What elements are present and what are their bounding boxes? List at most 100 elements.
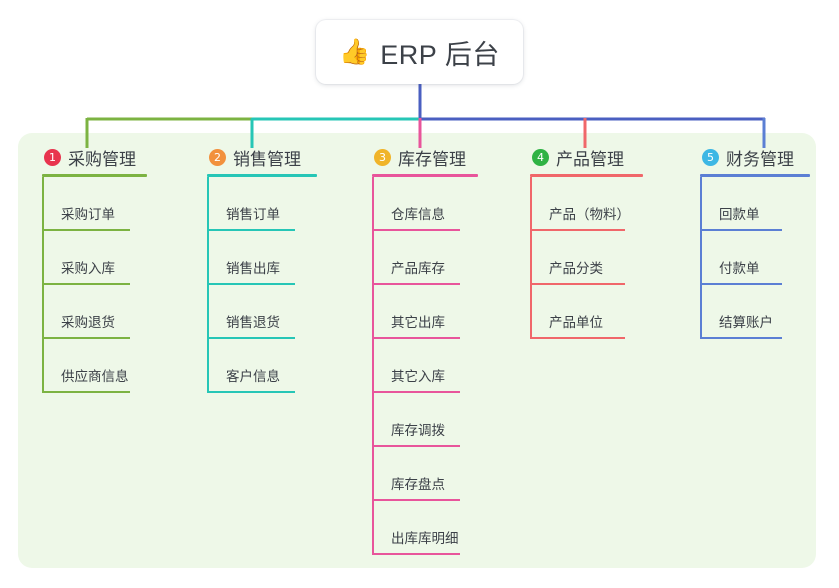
leaf-item[interactable]: 采购入库 [42,231,147,285]
branch-underline-4 [530,174,643,177]
leaf-item-label: 产品分类 [549,261,603,276]
branch-title-4: 产品管理 [556,149,624,169]
leaf-item-label: 产品（物料） [549,207,630,222]
leaf-item-underline [372,337,460,339]
branch-underline-1 [42,174,147,177]
leaf-item-underline [42,229,130,231]
branch-spine-2 [207,177,209,393]
leaf-item-underline [207,229,295,231]
leaf-item-label: 销售退货 [226,315,280,330]
branch-spine-4 [530,177,532,339]
root-label: ERP 后台 [380,39,500,70]
root-node[interactable]: 👍 ERP 后台 [316,20,523,84]
leaf-item-label: 产品单位 [549,315,603,330]
leaf-item-underline [207,337,295,339]
thumbs-up-icon: 👍 [339,37,371,66]
leaf-item-label: 出库库明细 [391,531,459,546]
leaf-item[interactable]: 产品（物料） [530,177,643,231]
branch-underline-3 [372,174,478,177]
leaf-item-underline [372,229,460,231]
branch-item-list-3: 仓库信息产品库存其它出库其它入库库存调拨库存盘点出库库明细 [372,177,478,555]
leaf-item-underline [42,391,130,393]
leaf-item-underline [372,499,460,501]
leaf-item-label: 库存调拨 [391,423,445,438]
branch-badge-3: 3 [374,148,391,166]
leaf-item[interactable]: 产品分类 [530,231,643,285]
leaf-item-underline [700,229,782,231]
leaf-item-underline [207,391,295,393]
leaf-item-label: 产品库存 [391,261,445,276]
branch-badge-4: 4 [532,148,549,166]
leaf-item[interactable]: 其它入库 [372,339,478,393]
branch-title-5: 财务管理 [726,149,794,169]
leaf-item-label: 客户信息 [226,369,280,384]
leaf-item-underline [700,337,782,339]
branch-underline-2 [207,174,317,177]
leaf-item-underline [42,283,130,285]
leaf-item-label: 付款单 [719,261,760,276]
branch-spine-3 [372,177,374,555]
leaf-item-label: 采购入库 [61,261,115,276]
leaf-item-label: 供应商信息 [61,369,129,384]
leaf-item-underline [372,553,460,555]
leaf-item[interactable]: 回款单 [700,177,810,231]
leaf-item-underline [42,337,130,339]
leaf-item[interactable]: 产品库存 [372,231,478,285]
branch-item-list-1: 采购订单采购入库采购退货供应商信息 [42,177,147,393]
leaf-item-label: 销售订单 [226,207,280,222]
leaf-item[interactable]: 出库库明细 [372,501,478,555]
leaf-item-underline [372,283,460,285]
branch-column-1: 1 采购管理采购订单采购入库采购退货供应商信息 [42,145,147,393]
leaf-item[interactable]: 其它出库 [372,285,478,339]
leaf-item-label: 其它出库 [391,315,445,330]
leaf-item[interactable]: 库存盘点 [372,447,478,501]
branch-column-5: 5 财务管理回款单付款单结算账户 [700,145,810,339]
leaf-item[interactable]: 采购订单 [42,177,147,231]
leaf-item-label: 结算账户 [719,315,773,330]
leaf-item[interactable]: 销售出库 [207,231,317,285]
leaf-item-label: 库存盘点 [391,477,445,492]
leaf-item[interactable]: 销售订单 [207,177,317,231]
leaf-item[interactable]: 库存调拨 [372,393,478,447]
leaf-item[interactable]: 客户信息 [207,339,317,393]
leaf-item[interactable]: 销售退货 [207,285,317,339]
branch-title-3: 库存管理 [398,149,466,169]
leaf-item-underline [530,283,625,285]
leaf-item-underline [530,337,625,339]
branch-title-2: 销售管理 [233,149,301,169]
branch-header-4[interactable]: 4 产品管理 [530,145,643,169]
leaf-item[interactable]: 供应商信息 [42,339,147,393]
leaf-item-label: 采购订单 [61,207,115,222]
branch-item-list-2: 销售订单销售出库销售退货客户信息 [207,177,317,393]
branch-column-4: 4 产品管理产品（物料） 产品分类产品单位 [530,145,643,339]
leaf-item-underline [372,445,460,447]
leaf-item[interactable]: 付款单 [700,231,810,285]
branch-header-3[interactable]: 3 库存管理 [372,145,478,169]
branch-column-3: 3 库存管理仓库信息产品库存其它出库其它入库库存调拨库存盘点出库库明细 [372,145,478,555]
branch-header-5[interactable]: 5 财务管理 [700,145,810,169]
leaf-item-label: 销售出库 [226,261,280,276]
branch-spine-1 [42,177,44,393]
branch-header-1[interactable]: 1 采购管理 [42,145,147,169]
leaf-item-label: 仓库信息 [391,207,445,222]
branch-badge-1: 1 [44,148,61,166]
leaf-item[interactable]: 产品单位 [530,285,643,339]
branch-item-list-4: 产品（物料） 产品分类产品单位 [530,177,643,339]
leaf-item-label: 采购退货 [61,315,115,330]
branch-header-2[interactable]: 2 销售管理 [207,145,317,169]
branch-badge-5: 5 [702,148,719,166]
branch-spine-5 [700,177,702,339]
leaf-item[interactable]: 结算账户 [700,285,810,339]
branch-column-2: 2 销售管理销售订单销售出库销售退货客户信息 [207,145,317,393]
leaf-item-label: 回款单 [719,207,760,222]
leaf-item-underline [530,229,625,231]
leaf-item-underline [207,283,295,285]
branch-title-1: 采购管理 [68,149,136,169]
leaf-item-label: 其它入库 [391,369,445,384]
branch-badge-2: 2 [209,148,226,166]
leaf-item[interactable]: 仓库信息 [372,177,478,231]
leaf-item-underline [700,283,782,285]
branch-item-list-5: 回款单付款单结算账户 [700,177,810,339]
leaf-item[interactable]: 采购退货 [42,285,147,339]
